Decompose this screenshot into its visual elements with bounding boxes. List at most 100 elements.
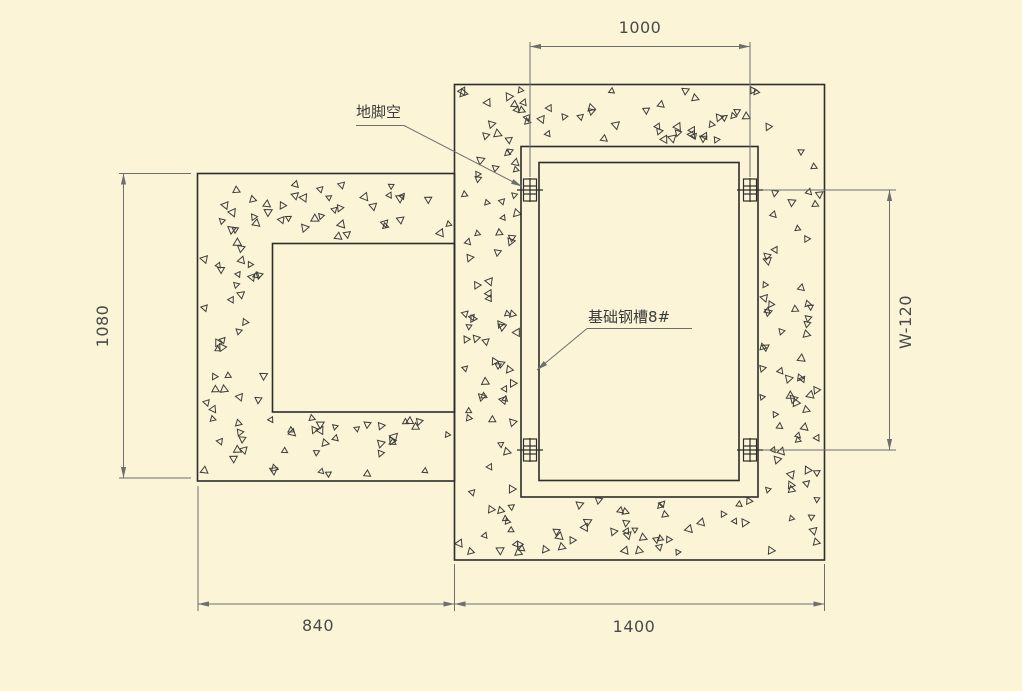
hatch-triangle [802,329,812,338]
hatch-triangle [368,202,378,212]
hatch-triangle [234,392,244,402]
hatch-triangle [768,300,776,309]
hatch-triangle [799,422,809,431]
hatch-triangle [493,249,503,258]
hatch-triangle [582,518,593,528]
hatch-triangle [227,225,238,236]
hatch-triangle [770,245,778,255]
hatch-triangle [388,432,399,443]
hatch-triangle [482,132,491,141]
hatch-triangle [503,309,512,317]
hatch-triangle [318,212,326,221]
hatch-triangle [661,509,670,518]
hatch-triangle [411,421,421,430]
hatch-triangle [479,391,488,399]
hatch-triangle [474,280,483,290]
hatch-triangle [804,187,813,196]
hatch-triangle [232,444,243,453]
hatch-triangle [576,113,585,122]
hatch-triangle [708,120,717,129]
hatch-triangle [517,85,525,94]
hatch-triangle [494,363,503,371]
hatch-triangle [622,531,632,541]
hatch-triangle [456,86,466,97]
hatch-triangle [498,323,508,333]
hatch-triangle [512,207,523,218]
hatch-triangle [699,131,708,141]
hatch-triangle [480,376,491,385]
hatch-triangle [298,192,308,203]
hatch-triangle [773,455,783,465]
hatch-triangle [199,465,209,474]
hatch-triangle [674,129,683,138]
hatch-triangle [811,199,820,208]
hatch-triangle [804,315,813,323]
hatch-triangle [785,390,796,399]
hatch-triangle [641,107,651,116]
hatch-triangle [767,545,777,556]
hatch-triangle [808,526,818,536]
hatch-triangle [258,372,269,382]
hatch-triangle [270,463,280,472]
hatch-triangle [759,342,768,351]
hatch-triangle [466,253,475,263]
hatch-triangle [487,120,497,130]
left-pad-outline [196,172,456,482]
foundation-outlines [196,83,826,561]
hatch-triangle [261,199,272,208]
hatch-triangle [362,469,372,477]
hatch-triangle [321,437,331,447]
hatch-triangle [502,446,513,456]
dimension-bottom: 840 1400 [197,486,825,636]
hatch-triangle [314,425,324,436]
hatch-triangle [218,336,226,345]
hatch-triangle [224,371,233,379]
hatch-triangle [517,105,527,114]
hatch-triangle [687,125,696,135]
hatch-triangle [610,527,619,537]
hatch-triangle [493,128,503,138]
hatch-triangle [395,216,405,225]
hatch-triangle [284,215,293,223]
dim-bottom-right-value: 1400 [613,617,656,636]
leader-anchor-hole: 地脚空 [356,103,523,187]
hatch-triangle [233,270,241,279]
hatch-triangle [683,523,693,534]
hatch-triangle [501,514,510,522]
hatch-triangle [792,397,802,408]
hatch-triangle [445,219,453,228]
hatch-triangle [802,404,812,414]
hatch-triangle [730,517,738,525]
hatch-triangle [385,191,392,200]
hatch-triangle [497,198,506,206]
hatch-triangle [482,97,491,108]
hatch-triangle [787,199,797,208]
hatch-triangle [775,421,784,430]
hatch-triangle [621,527,630,536]
hatch-triangle [788,514,796,522]
hatch-triangle [790,304,800,313]
hatch-triangle [404,415,415,425]
hatch-triangle [814,191,824,200]
hatch-triangle [315,185,324,194]
hatch-triangle [311,425,320,435]
hatch-triangle [280,446,289,454]
hatch-triangle [775,366,784,375]
hatch-triangle [508,309,518,318]
hatch-triangle [741,111,752,120]
hatch-triangle [255,271,264,281]
hatch-triangle [377,421,387,431]
hatch-triangle [666,535,674,544]
hatch-triangle [219,383,230,393]
hatch-triangle [812,470,821,478]
hatch-triangle [379,219,389,229]
hatch-triangle [209,414,217,422]
hatch-triangle [387,183,395,191]
hatch-triangle [512,165,520,173]
hatch-triangle [561,113,569,122]
hatch-triangle [460,365,469,373]
hatch-triangle [234,418,244,427]
hatch-triangle [287,425,295,433]
hatch-triangle [785,470,795,480]
hatch-triangle [219,201,229,211]
